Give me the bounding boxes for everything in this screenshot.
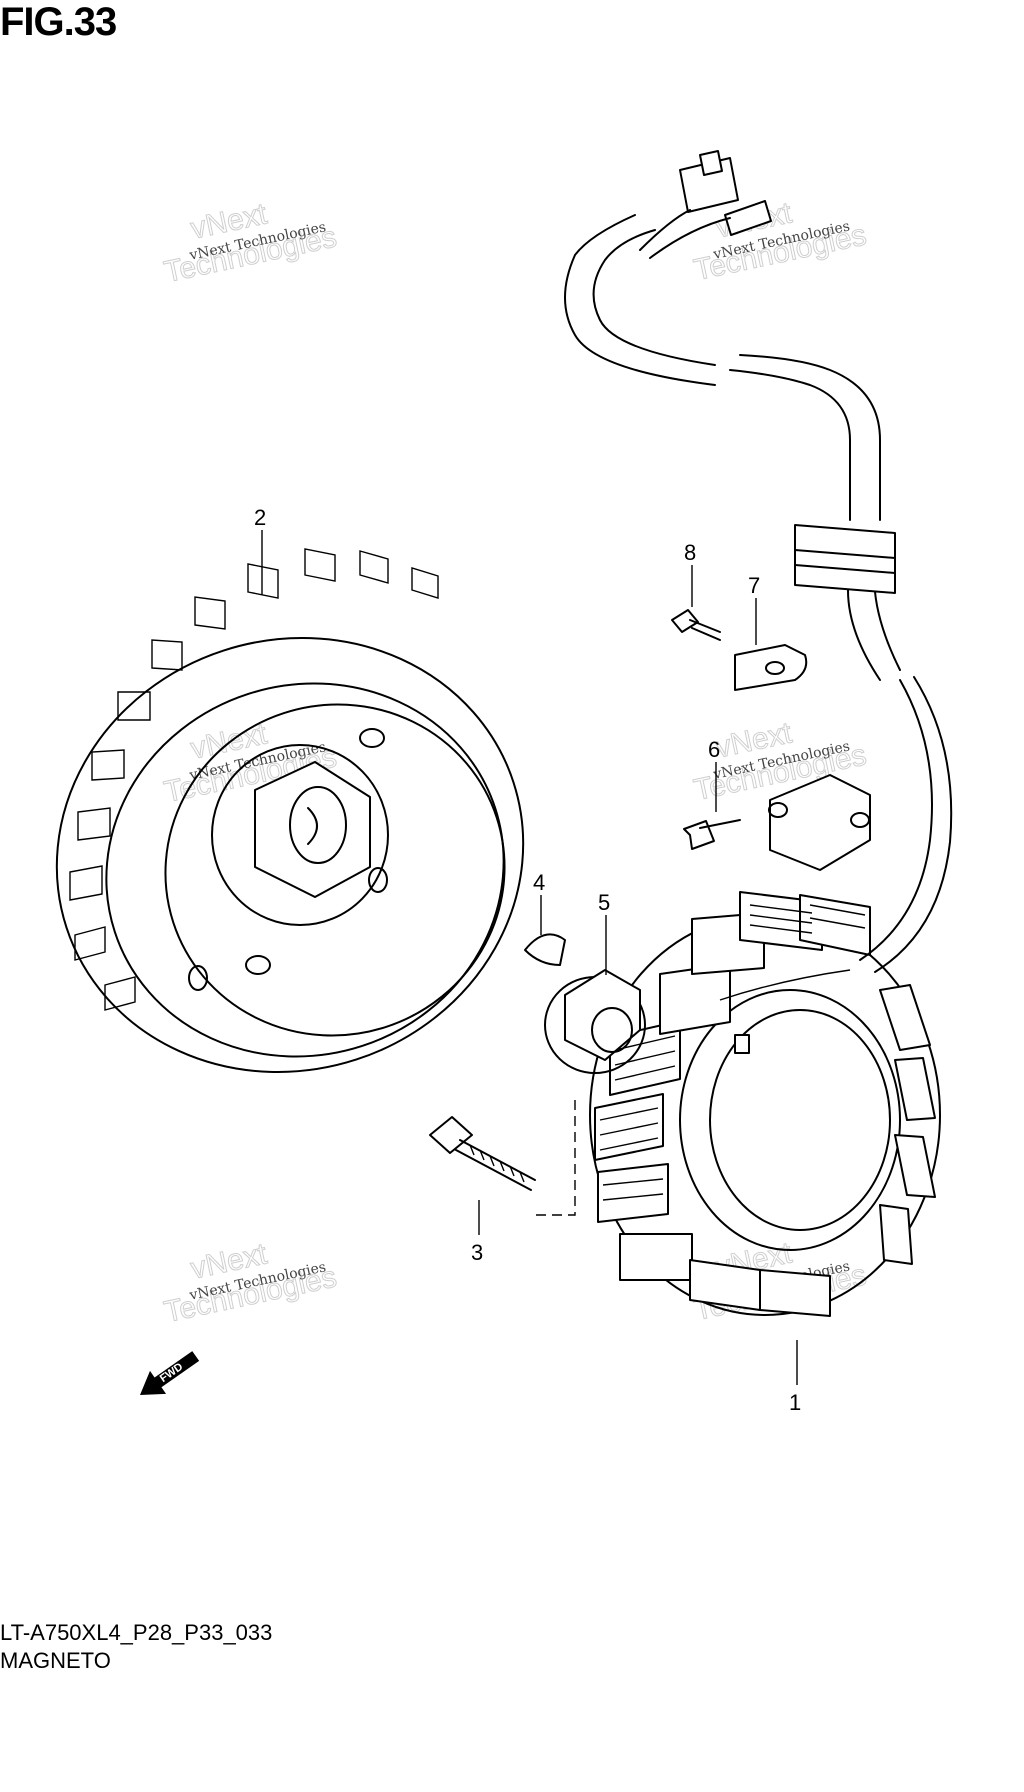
part-2-rotor bbox=[55, 548, 525, 1073]
part-7-plate bbox=[734, 644, 808, 691]
wiring-harness bbox=[564, 150, 901, 681]
callout-3: 3 bbox=[471, 1240, 483, 1265]
watermark-group: vNext Technologies vNext Technologies vN… bbox=[161, 196, 870, 1330]
callout-5: 5 bbox=[598, 890, 610, 915]
part-4-key bbox=[524, 933, 566, 966]
callout-1: 1 bbox=[789, 1390, 801, 1415]
section-name: MAGNETO bbox=[0, 1648, 111, 1673]
callout-4: 4 bbox=[533, 870, 545, 895]
watermark-1: vNext Technologies vNext Technologies bbox=[161, 197, 340, 290]
model-code: LT-A750XL4_P28_P33_033 bbox=[0, 1620, 273, 1645]
callout-7: 7 bbox=[748, 573, 760, 598]
part-8-bolt bbox=[671, 609, 721, 641]
part-5-bushing bbox=[544, 969, 646, 1074]
callout-6: 6 bbox=[708, 737, 720, 762]
callout-2: 2 bbox=[254, 505, 266, 530]
callout-8: 8 bbox=[684, 540, 696, 565]
forward-arrow-icon: FWD bbox=[140, 1351, 200, 1395]
figure-title: FIG.33 bbox=[0, 0, 117, 44]
part-6-pickup bbox=[683, 774, 871, 871]
part-1-stator bbox=[589, 676, 953, 1317]
leader-lines bbox=[261, 530, 798, 1385]
watermark-5: vNext Technologies vNext Technologies bbox=[161, 1237, 340, 1330]
part-3-bolt bbox=[429, 1100, 576, 1216]
